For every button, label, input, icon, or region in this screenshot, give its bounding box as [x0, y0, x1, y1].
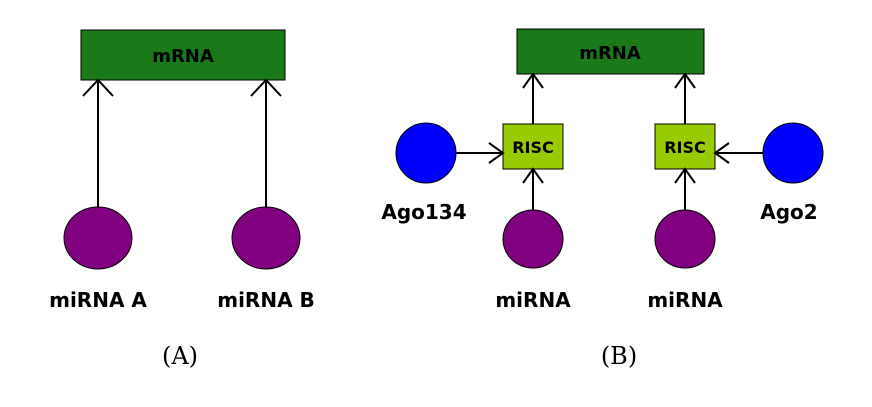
panel-a-mrna-node [80, 29, 286, 81]
panel-a-mirna-b-label: miRNA B [217, 288, 315, 312]
panel-a-arrowhead-a [82, 78, 114, 97]
panel-b-arrowhead-ago-right-risc [713, 142, 730, 164]
panel-b-mrna-label: mRNA [579, 43, 641, 64]
panel-b-ago-left-node [395, 122, 457, 184]
panel-b-mirna-right-node [654, 209, 716, 269]
panel-b-risc-right-label: RISC [664, 138, 706, 157]
panel-b-arrowhead-risc-left-mrna [522, 72, 544, 89]
panel-b: mRNA RISC RISC Ago134 Ago2 miRNA miRNA [381, 28, 824, 370]
panel-b-ago-left-label: Ago134 [381, 200, 466, 224]
panel-b-caption: (B) [601, 342, 637, 370]
panel-a-mirna-b-node [231, 206, 301, 270]
panel-b-ago-right-node [762, 122, 824, 184]
panel-a-mirna-a-label: miRNA A [49, 288, 147, 312]
panel-b-mirna-left-label: miRNA [495, 288, 571, 312]
panel-b-arrowhead-ago-left-risc [488, 142, 505, 164]
panel-a-mrna-label: mRNA [152, 46, 214, 67]
panel-b-mrna-node [516, 28, 705, 75]
panel-b-ago-right-label: Ago2 [760, 200, 817, 224]
panel-b-mirna-right-label: miRNA [647, 288, 723, 312]
panel-b-risc-right-node [654, 123, 716, 170]
panel-a-mirna-a-node [63, 206, 133, 270]
panel-b-risc-left-label: RISC [512, 138, 554, 157]
panel-b-arrowhead-risc-right-mrna [674, 72, 696, 89]
panel-a: mRNA miRNA A miRNA B (A) [49, 29, 315, 370]
panel-a-caption: (A) [162, 342, 198, 370]
panel-b-arrowhead-mirna-left-risc [522, 167, 544, 184]
panel-b-arrowhead-mirna-right-risc [674, 167, 696, 184]
panel-a-arrowhead-b [250, 78, 282, 97]
panel-b-risc-left-node [502, 123, 564, 170]
panel-b-mirna-left-node [502, 209, 564, 269]
